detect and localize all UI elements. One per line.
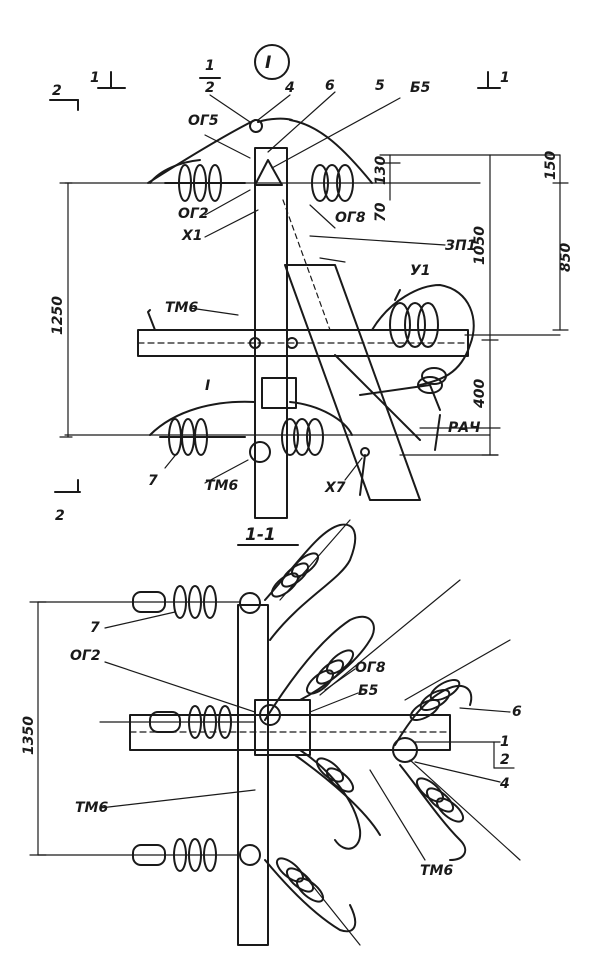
label-section-1-left: 1	[90, 70, 100, 86]
label-6-section: 6	[512, 704, 522, 720]
dim-130: 130	[373, 156, 389, 185]
label-5-top: 5	[375, 78, 385, 94]
label-7-section: 7	[90, 620, 100, 636]
label-2-section: 2	[500, 752, 510, 768]
label-7-top: 7	[148, 473, 158, 489]
label-og8-section: ОГ8	[355, 660, 386, 676]
label-og8-top: ОГ8	[335, 210, 366, 226]
label-og2-section: ОГ2	[70, 648, 101, 664]
label-section-I: I	[205, 378, 210, 394]
section-markers	[49, 71, 501, 493]
section-title: 1-1	[245, 525, 276, 545]
label-og5-top: ОГ5	[188, 113, 219, 129]
dim-150: 150	[543, 151, 559, 180]
top-view	[49, 44, 569, 519]
label-tm6-lower: ТМ6	[205, 478, 238, 494]
view-callout-circle	[254, 44, 290, 80]
label-2-top: 2	[205, 80, 215, 96]
label-og2-top: ОГ2	[178, 206, 209, 222]
labels: I 1 2 4 6 5 Б5 ОГ5 ОГ2 Х1 ОГ8 ЗП1 У1 ТМ6…	[21, 53, 574, 879]
dimension-lines	[59, 154, 569, 456]
label-b5-section: Б5	[358, 683, 379, 699]
view-callout-label: I	[265, 53, 271, 73]
label-1-section: 1	[500, 734, 510, 750]
label-x1-top: Х1	[181, 228, 203, 244]
label-b5-top: Б5	[410, 80, 431, 96]
label-tm6-section-right: ТМ6	[420, 863, 453, 879]
label-1-top: 1	[205, 58, 215, 74]
label-4-section: 4	[499, 776, 510, 792]
label-6-top: 6	[325, 78, 335, 94]
label-section-2-bottom: 2	[55, 508, 65, 524]
section-wires	[29, 519, 521, 946]
dim-1050: 1050	[472, 226, 488, 265]
label-4-top: 4	[284, 80, 295, 96]
section-view	[29, 519, 521, 946]
dim-70: 70	[373, 202, 389, 222]
label-u1-top: У1	[410, 263, 431, 279]
label-tm6-section-left: ТМ6	[75, 800, 108, 816]
dim-850: 850	[558, 243, 574, 272]
dim-1250: 1250	[50, 296, 66, 335]
pole-section	[237, 604, 269, 946]
label-x7-top: Х7	[324, 480, 346, 496]
pole-top	[254, 147, 288, 519]
label-tm6-top: ТМ6	[165, 300, 198, 316]
label-rach-top: РАЧ	[448, 420, 481, 436]
clamp-og2	[254, 159, 283, 186]
label-section-2-top: 2	[52, 83, 62, 99]
label-zp1-top: ЗП1	[445, 238, 476, 254]
dim-400: 400	[472, 379, 488, 409]
fitting-4	[249, 119, 263, 133]
label-section-1-right: 1	[500, 70, 510, 86]
dim-1350: 1350	[21, 716, 37, 755]
